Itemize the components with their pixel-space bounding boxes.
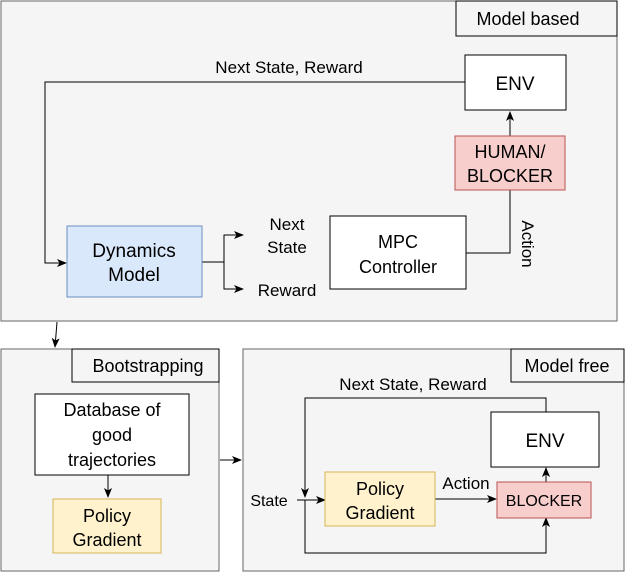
model-free-title: Model free [510, 348, 625, 383]
svg-text:Bootstrapping: Bootstrapping [92, 356, 203, 376]
dynamics-model-box: Dynamics Model [66, 225, 203, 298]
svg-text:Gradient: Gradient [72, 530, 141, 550]
mf-blocker-box: BLOCKER [496, 481, 592, 519]
env-box: ENV [464, 54, 567, 111]
reward-arrow [223, 262, 244, 293]
svg-text:Controller: Controller [359, 257, 437, 277]
human-blocker-box: HUMAN/ BLOCKER [454, 135, 566, 191]
feedback-loop-arrow [44, 81, 465, 267]
svg-text:Model based: Model based [476, 9, 579, 29]
mf-policy-gradient-box: Policy Gradient [324, 471, 436, 527]
state-label: State [250, 493, 287, 510]
svg-text:Policy: Policy [83, 506, 131, 526]
model-based-connectors [44, 81, 514, 293]
svg-text:BLOCKER: BLOCKER [467, 166, 553, 186]
svg-text:Model free: Model free [524, 356, 609, 376]
svg-text:MPC: MPC [378, 232, 418, 252]
svg-text:BLOCKER: BLOCKER [506, 493, 582, 510]
database-box: Database of good trajectories [34, 393, 190, 476]
mpc-to-blocker-arrow [466, 190, 511, 254]
svg-text:HUMAN/: HUMAN/ [475, 142, 546, 162]
next-label-line2: State [267, 238, 307, 257]
svg-text:Database of: Database of [63, 400, 161, 420]
svg-text:good: good [92, 425, 132, 445]
model-based-to-bootstrapping-arrow [51, 321, 60, 348]
next-label-line1: Next [270, 215, 305, 234]
mb-feedback-label: Next State, Reward [215, 58, 362, 77]
svg-text:Gradient: Gradient [345, 503, 414, 523]
svg-text:Dynamics: Dynamics [92, 241, 175, 262]
model-free-connectors [297, 397, 550, 554]
mf-action-label: Action [442, 474, 489, 493]
bootstrapping-title: Bootstrapping [71, 348, 220, 383]
model-based-title: Model based [455, 0, 618, 37]
svg-text:Policy: Policy [356, 479, 404, 499]
mf-bottom-loop-arrow [304, 500, 550, 554]
svg-text:ENV: ENV [525, 431, 564, 452]
next-state-arrow [223, 231, 244, 262]
reward-label: Reward [258, 281, 317, 300]
mf-feedback-loop-arrow [301, 397, 547, 498]
svg-text:Model: Model [108, 265, 160, 286]
svg-text:trajectories: trajectories [68, 450, 156, 470]
svg-text:ENV: ENV [495, 74, 534, 95]
mpc-controller-box: MPC Controller [329, 215, 467, 290]
mf-env-box: ENV [490, 411, 600, 468]
action-label-vertical: Action [518, 220, 537, 267]
bootstrap-policy-gradient-box: Policy Gradient [52, 498, 162, 554]
mf-feedback-label: Next State, Reward [339, 375, 486, 394]
